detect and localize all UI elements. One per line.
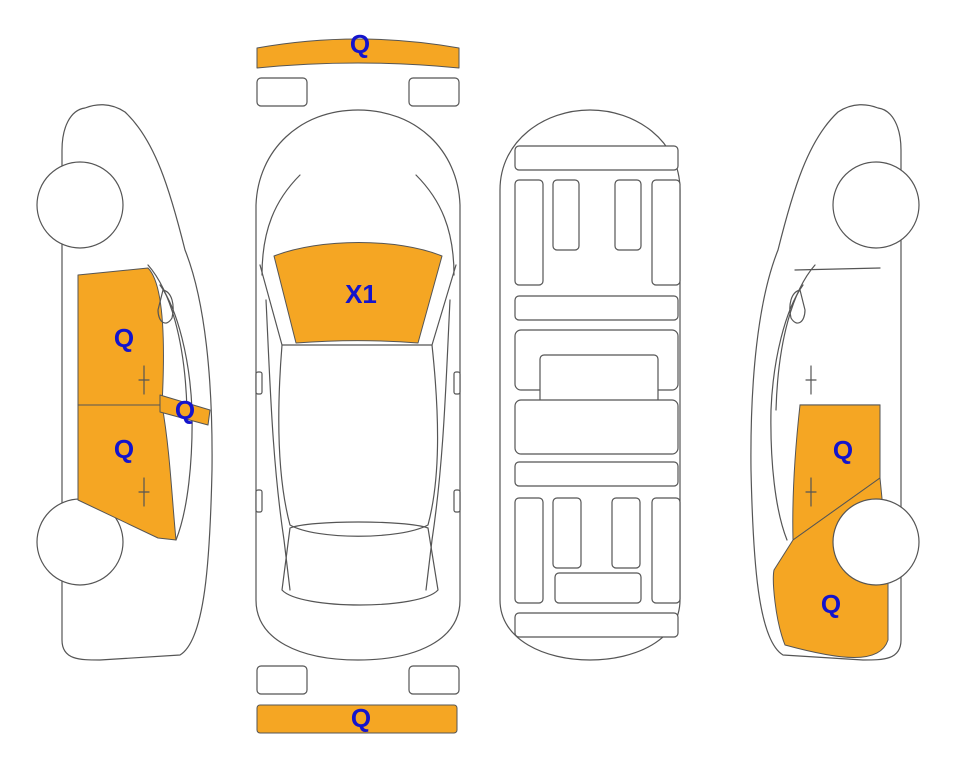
left-rear-door[interactable] [77,404,177,541]
right-rear-wheel [832,498,920,586]
left-front-wheel [36,161,124,249]
car-top-view [255,109,461,661]
left-mirror[interactable] [159,394,211,426]
right-rear-door-code: Q [833,435,853,465]
front-right-headlight [408,77,460,107]
windshield[interactable] [273,242,443,344]
right-front-wheel [832,161,920,249]
rear-bumper[interactable] [256,704,458,734]
left-front-door-handle [138,365,150,395]
rear-left-light [256,665,308,695]
left-mirror-code: Q [175,395,195,425]
rear-right-light [408,665,460,695]
left-front-door-code: Q [114,323,134,353]
front-left-headlight [256,77,308,107]
front-bumper-code: Q [350,29,370,59]
left-rear-door-code: Q [114,434,134,464]
right-front-door-handle [805,365,817,395]
right-rear-quarter-code: Q [821,589,841,619]
rear-bumper-code: Q [351,703,371,733]
windshield-code: X1 [345,279,377,309]
front-bumper[interactable] [256,38,460,69]
left-rear-door-handle [138,477,150,507]
right-rear-door-handle [805,477,817,507]
car-underbody-view [499,109,681,661]
